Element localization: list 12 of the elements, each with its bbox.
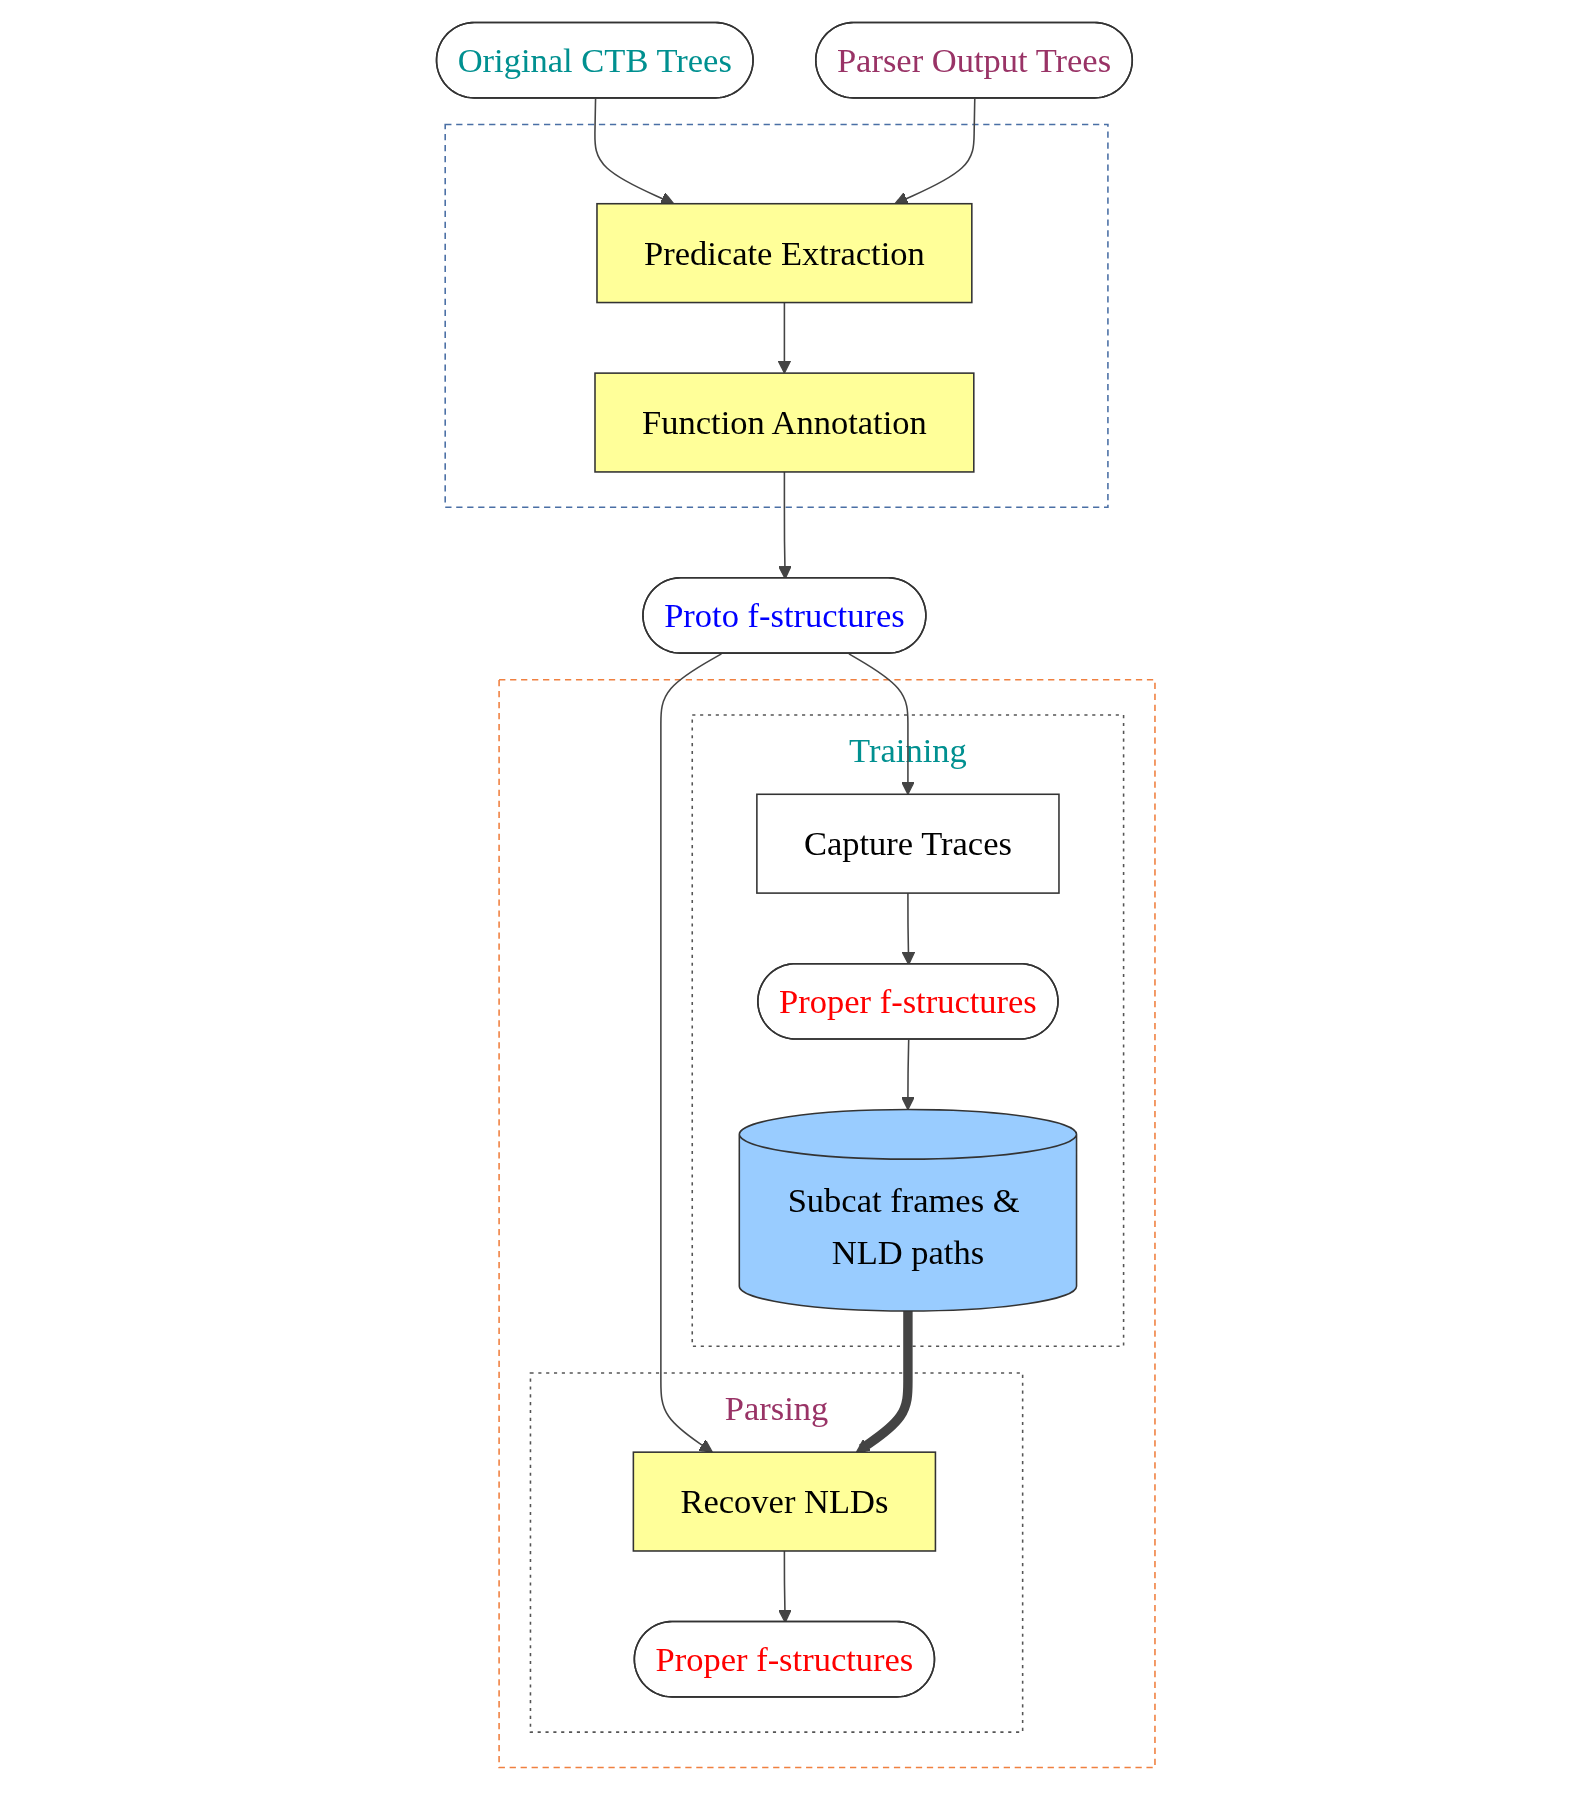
arrow bbox=[777, 301, 792, 374]
node-box bbox=[755, 793, 1060, 894]
node-box bbox=[593, 372, 975, 473]
arrow bbox=[777, 1550, 792, 1623]
cluster bbox=[444, 123, 1109, 509]
arrow bbox=[900, 1038, 915, 1111]
arrow bbox=[894, 97, 976, 205]
arrow bbox=[855, 1311, 913, 1453]
arrow bbox=[593, 97, 675, 205]
node-box bbox=[595, 202, 973, 304]
node-box bbox=[632, 1451, 936, 1552]
cluster bbox=[498, 679, 1156, 1769]
